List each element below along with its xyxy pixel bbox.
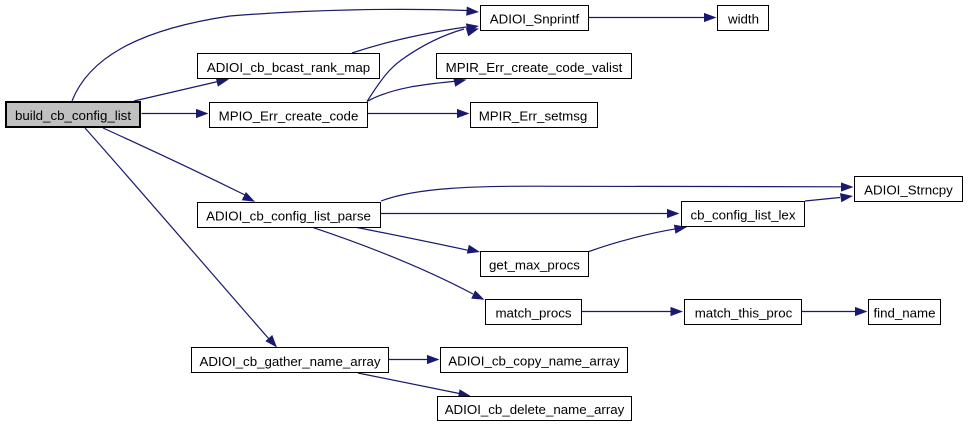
svg-text:MPIO_Err_create_code: MPIO_Err_create_code [219, 108, 359, 123]
svg-text:get_max_procs: get_max_procs [489, 257, 580, 272]
svg-text:MPIR_Err_create_code_valist: MPIR_Err_create_code_valist [446, 60, 623, 75]
svg-text:cb_config_list_lex: cb_config_list_lex [691, 208, 796, 223]
svg-text:MPIR_Err_setmsg: MPIR_Err_setmsg [479, 108, 588, 123]
svg-text:ADIOI_cb_config_list_parse: ADIOI_cb_config_list_parse [206, 208, 371, 223]
svg-text:build_cb_config_list: build_cb_config_list [15, 108, 131, 123]
svg-text:ADIOI_Snprintf: ADIOI_Snprintf [490, 12, 580, 27]
svg-text:ADIOI_cb_bcast_rank_map: ADIOI_cb_bcast_rank_map [207, 60, 370, 75]
svg-text:ADIOI_cb_gather_name_array: ADIOI_cb_gather_name_array [199, 354, 380, 369]
svg-text:find_name: find_name [873, 305, 935, 320]
svg-text:match_this_proc: match_this_proc [695, 305, 793, 320]
svg-text:match_procs: match_procs [495, 305, 571, 320]
svg-text:ADIOI_cb_copy_name_array: ADIOI_cb_copy_name_array [448, 354, 620, 369]
svg-text:ADIOI_Strncpy: ADIOI_Strncpy [864, 182, 953, 197]
svg-text:ADIOI_cb_delete_name_array: ADIOI_cb_delete_name_array [445, 402, 625, 417]
svg-text:width: width [727, 12, 759, 27]
